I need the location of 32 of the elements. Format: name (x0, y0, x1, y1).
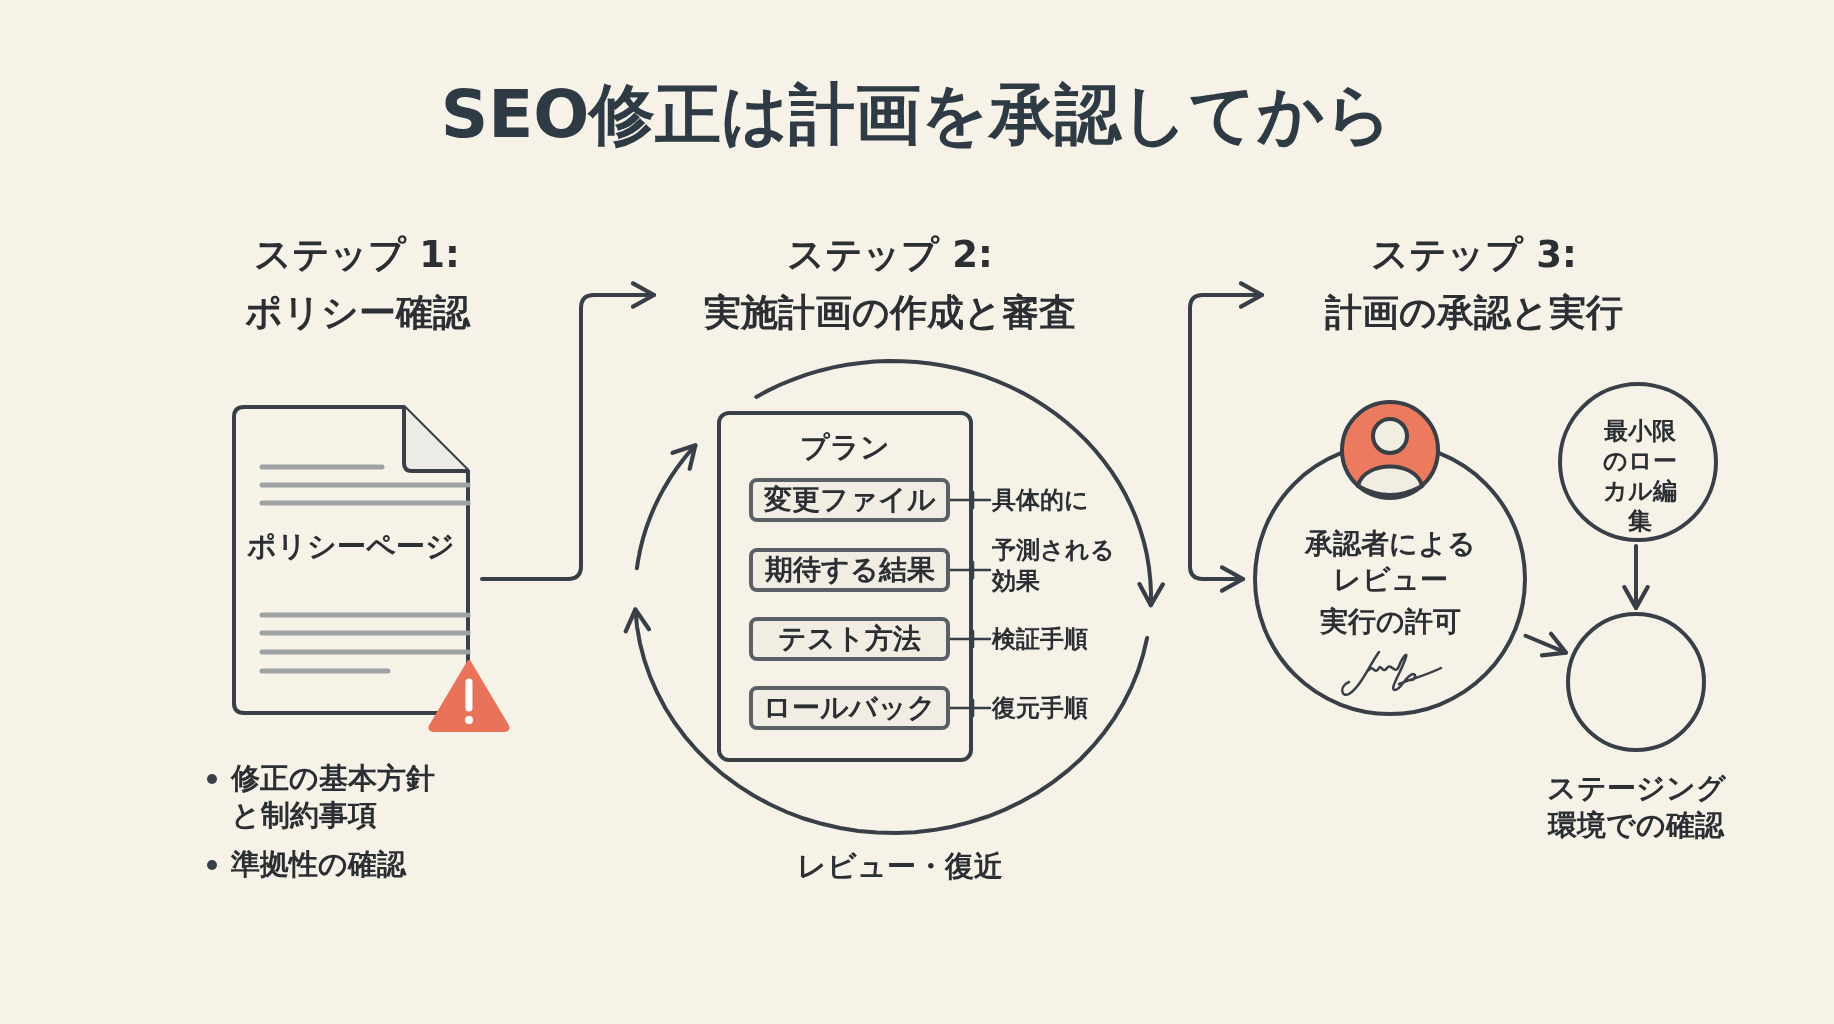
circle-caption: ステージング環境での確認 (1545, 770, 1727, 844)
document-label: ポリシーページ (246, 528, 456, 565)
bullet-item: 修正の基本方針と制約事項 (205, 760, 445, 834)
side-note: 検証手順 (992, 624, 1122, 654)
reviewer-text: 承認者によるレビュー (1303, 526, 1477, 598)
circle-text: 最小限のローカル編集 (1602, 416, 1678, 536)
plan-item-box: 期待する結果 (749, 548, 950, 592)
plan-item-box: ロールバック (749, 686, 950, 730)
leader-line (948, 698, 992, 718)
arrow (1622, 544, 1650, 611)
title: SEO修正は計画を承認してから (439, 75, 1395, 155)
step-heading: ステップ 3: 計画の承認と実行 (1284, 226, 1664, 346)
leader-line (948, 560, 992, 580)
leader-line (948, 490, 992, 510)
arrow (1188, 281, 1265, 593)
step-circle (1558, 382, 1718, 542)
cycle-label: レビュー・復近 (796, 848, 1004, 885)
leader-line (948, 629, 992, 649)
plan-heading: プラン (799, 429, 891, 465)
plan-item-box: 変更ファイル (749, 478, 950, 522)
side-note: 復元手順 (992, 693, 1122, 723)
step-heading: ステップ 1: ポリシー確認 (217, 226, 497, 346)
side-note: 予測される効果 (992, 535, 1122, 599)
arrow (480, 281, 657, 581)
permission-text: 実行の許可 (1318, 604, 1462, 640)
bullet-item: 準拠性の確認 (205, 846, 445, 883)
step-heading: ステップ 2: 実施計画の作成と審査 (668, 226, 1112, 346)
plan-item-box: テスト方法 (749, 617, 950, 661)
plan-box (717, 411, 973, 762)
side-note: 具体的に (992, 485, 1122, 515)
arrow (1523, 631, 1568, 658)
empty-circle (1566, 612, 1706, 752)
